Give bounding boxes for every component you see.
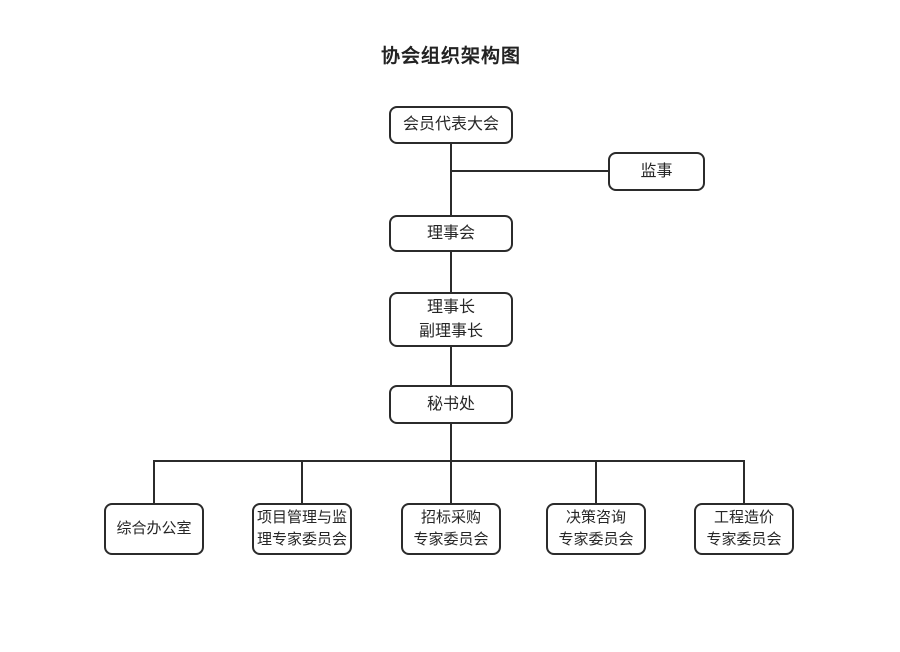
node-chairman: 理事长 副理事长 [389, 292, 513, 347]
node-member-congress: 会员代表大会 [389, 106, 513, 144]
edge-council-to-chairman [450, 252, 452, 293]
node-secretariat: 秘书处 [389, 385, 513, 424]
edge-bus-to-project-supervision-committee [301, 460, 303, 503]
diagram-title: 协会组织架构图 [380, 46, 521, 67]
node-general-office: 综合办公室 [104, 503, 204, 555]
node-bidding-procurement-committee: 招标采购 专家委员会 [401, 503, 501, 555]
edge-member-congress-to-supervisor [451, 170, 608, 172]
node-decision-consulting-committee: 决策咨询 专家委员会 [546, 503, 646, 555]
edge-committee-bus [153, 460, 745, 462]
edge-secretariat-to-bus [450, 424, 452, 462]
edge-bus-to-engineering-cost-committee [743, 460, 745, 503]
edge-bus-to-bidding-procurement-committee [450, 460, 452, 503]
node-engineering-cost-committee: 工程造价 专家委员会 [694, 503, 794, 555]
edge-member-congress-to-council [450, 144, 452, 216]
node-council: 理事会 [389, 215, 513, 252]
edge-bus-to-decision-consulting-committee [595, 460, 597, 503]
edge-bus-to-general-office [153, 460, 155, 503]
edge-chairman-to-secretariat [450, 347, 452, 386]
node-supervisor: 监事 [608, 152, 705, 191]
node-project-supervision-committee: 项目管理与监 理专家委员会 [252, 503, 352, 555]
